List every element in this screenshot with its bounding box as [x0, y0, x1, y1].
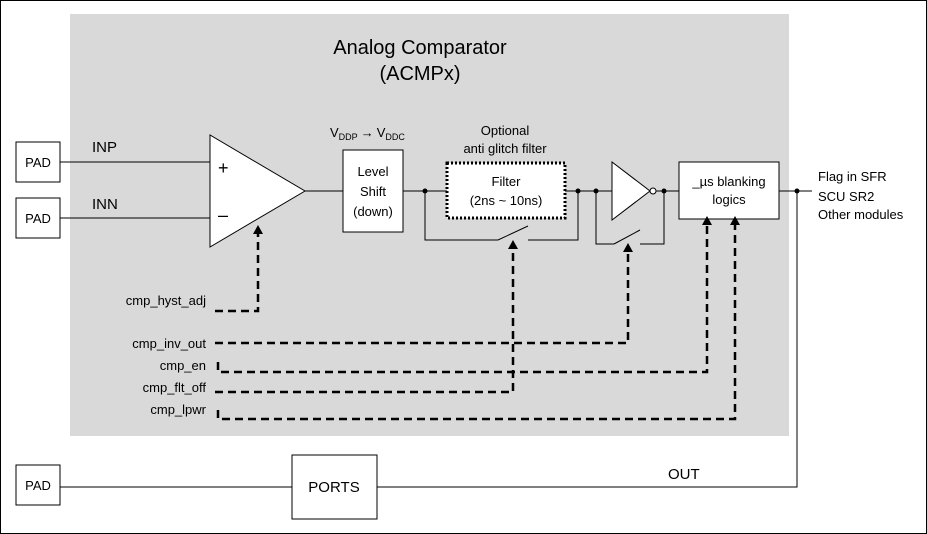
output-line-3: Other modules	[818, 207, 904, 222]
vddc-base: V	[377, 125, 386, 140]
inp-label: INP	[92, 139, 117, 156]
inverter-bypass-switch	[613, 229, 641, 245]
blanking-line-2: logics	[712, 192, 746, 207]
pad-label-inp: PAD	[25, 155, 51, 170]
level-shift-line-3: (down)	[353, 204, 393, 219]
filter-bypass-wire-right	[528, 191, 579, 241]
control-lpwr-line	[216, 222, 737, 421]
comparator-plus: +	[218, 158, 229, 178]
level-shift-line-2: Shift	[360, 184, 386, 199]
filter-line-2: (2ns ~ 10ns)	[470, 193, 543, 208]
filter-caption-line-2: anti glitch filter	[463, 141, 547, 156]
control-en-label: cmp_en	[160, 358, 206, 373]
filter-line-1: Filter	[492, 174, 522, 189]
pad-label-inn: PAD	[25, 211, 51, 226]
arrow-inv	[623, 243, 633, 252]
control-dashed-lines	[215, 222, 737, 421]
inverter-bubble	[649, 187, 657, 195]
supply-label: VDDP→VDDC	[330, 125, 405, 142]
blanking-box	[678, 161, 780, 220]
comparator-minus: –	[218, 205, 228, 225]
title-line-2: (ACMPx)	[379, 63, 460, 85]
inverter-bypass-wire-right	[640, 191, 665, 245]
pad-box-out	[15, 464, 61, 506]
inverter-bypass-wire-left	[595, 191, 614, 245]
control-hyst-line	[215, 232, 260, 313]
filter-bypass-switch	[497, 225, 529, 241]
blanking-line-1: _µs blanking	[691, 174, 765, 189]
output-line-2: SCU SR2	[818, 189, 874, 204]
out-wire	[377, 191, 798, 488]
ports-box	[291, 454, 378, 520]
control-inv-label: cmp_inv_out	[132, 336, 206, 351]
pad-box-inp	[15, 141, 61, 183]
control-lpwr-label: cmp_lpwr	[150, 402, 206, 417]
control-flt-line	[215, 246, 515, 394]
control-hyst-label: cmp_hyst_adj	[126, 293, 206, 308]
arrow-hyst	[253, 225, 263, 234]
filter-box	[445, 161, 567, 220]
arrow-flt	[508, 240, 518, 249]
out-label: OUT	[668, 466, 700, 483]
control-en-line	[216, 222, 709, 374]
supply-arrow: →	[361, 125, 374, 140]
title-line-1: Analog Comparator	[333, 37, 507, 59]
arrow-en	[702, 216, 712, 225]
ports-label: PORTS	[308, 479, 359, 496]
pad-label-out: PAD	[25, 478, 51, 493]
pad-box-inn	[15, 197, 61, 239]
vddc-sub: DDC	[385, 132, 405, 142]
vddp-base: V	[330, 125, 339, 140]
junction-dot-2	[575, 188, 581, 194]
level-shift-line-1: Level	[357, 164, 388, 179]
output-line-1: Flag in SFR	[818, 169, 887, 184]
arrow-lpwr	[730, 216, 740, 225]
vddp-sub: DDP	[339, 132, 358, 142]
comparator-triangle	[209, 134, 306, 248]
inverter-triangle	[611, 160, 651, 222]
filter-caption-line-1: Optional	[481, 123, 530, 138]
control-inv-line	[215, 250, 630, 345]
inn-label: INN	[92, 196, 118, 213]
acmp-region	[70, 14, 789, 436]
control-flt-label: cmp_flt_off	[143, 380, 207, 395]
filter-bypass-wire-left	[424, 191, 498, 241]
